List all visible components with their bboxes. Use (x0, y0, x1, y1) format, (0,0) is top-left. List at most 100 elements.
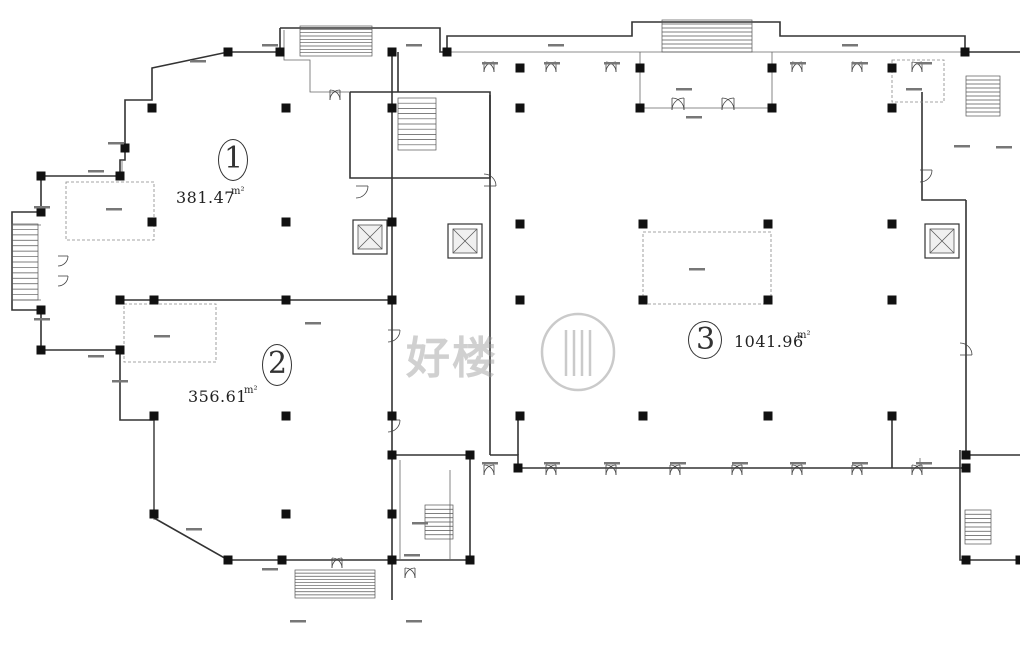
annotation-mark (790, 462, 806, 465)
wall-segment (392, 454, 471, 561)
door-swing-icon (57, 275, 69, 287)
annotation-mark (604, 462, 620, 465)
column-marker (36, 305, 46, 315)
door-arc (959, 342, 973, 356)
elevators (352, 219, 960, 259)
column-marker (887, 411, 897, 421)
column-marker (149, 509, 159, 519)
column-marker (1015, 555, 1020, 565)
column-marker (887, 219, 897, 229)
annotation-mark (106, 208, 122, 211)
drawing-annotations (34, 44, 1012, 623)
door-swing-icon (671, 97, 685, 111)
door-swing-icon (57, 255, 69, 267)
stairs (11, 19, 1001, 599)
annotation-mark (604, 62, 620, 65)
column-marker (960, 47, 970, 57)
annotation-mark (34, 206, 50, 209)
column-marker (961, 450, 971, 460)
annotation-mark (406, 44, 422, 47)
door-arc (605, 464, 617, 476)
column-marker (281, 411, 291, 421)
column-marker (887, 103, 897, 113)
annotation-mark (262, 568, 278, 571)
column-marker (635, 63, 645, 73)
column-marker (767, 63, 777, 73)
unit-1-area: 381.47 (176, 188, 235, 207)
wall-segment (349, 91, 491, 179)
column-marker (515, 411, 525, 421)
column-marker (36, 345, 46, 355)
doors (57, 61, 973, 579)
door-swing-icon (731, 464, 743, 476)
column-marker (223, 47, 233, 57)
unit-3-number: 3 (696, 322, 716, 357)
door-arc (721, 97, 735, 111)
thin-line (639, 52, 773, 109)
column-marker (638, 411, 648, 421)
annotation-mark (689, 268, 705, 271)
column-marker (115, 171, 125, 181)
elevator-shaft (924, 223, 960, 259)
column-marker (763, 295, 773, 305)
door-swing-icon (483, 464, 495, 476)
column-marker (281, 295, 291, 305)
door-arc (483, 173, 497, 187)
column-marker (36, 171, 46, 181)
column-marker (387, 47, 397, 57)
unit-1-number: 1 (224, 141, 244, 176)
column-marker (763, 411, 773, 421)
column-marker (147, 217, 157, 227)
door-arc (57, 275, 69, 287)
annotation-mark (548, 44, 564, 47)
door-arc (57, 255, 69, 267)
annotation-mark (154, 335, 170, 338)
column-marker (961, 463, 971, 473)
door-swing-icon (721, 97, 735, 111)
annotation-mark (112, 380, 128, 383)
column-marker (887, 63, 897, 73)
column-marker (281, 103, 291, 113)
door-arc (545, 464, 557, 476)
door-arc (851, 464, 863, 476)
door-arc (355, 185, 369, 199)
door-swing-icon (545, 464, 557, 476)
door-swing-icon (404, 567, 416, 579)
annotation-mark (88, 170, 104, 173)
column-marker (223, 555, 233, 565)
door-swing-icon (331, 557, 343, 569)
annotation-mark (732, 462, 748, 465)
elevator-shaft (447, 223, 483, 259)
dashed-zone (65, 181, 155, 241)
door-swing-icon (851, 464, 863, 476)
door-swing-icon (919, 169, 933, 183)
column-marker (115, 345, 125, 355)
wall-segment (282, 559, 393, 600)
annotation-mark (290, 620, 306, 623)
annotation-mark (544, 62, 560, 65)
watermark-brand: 好楼 (406, 333, 498, 384)
unit-2-number: 2 (268, 346, 288, 381)
door-swing-icon (605, 464, 617, 476)
wall-segment (490, 454, 966, 469)
door-arc (483, 464, 495, 476)
unit-3-area-unit: m² (797, 330, 811, 341)
door-arc (331, 557, 343, 569)
annotation-mark (954, 145, 970, 148)
elevator-icon (447, 223, 483, 259)
door-arc (387, 329, 401, 343)
annotation-mark (406, 620, 422, 623)
column-marker (281, 217, 291, 227)
column-marker (387, 450, 397, 460)
door-swing-icon (355, 185, 369, 199)
annotation-mark (305, 322, 321, 325)
wall-segment (921, 92, 966, 201)
unit-2-circle (262, 344, 292, 386)
annotation-mark (790, 62, 806, 65)
wall-segment (959, 450, 1020, 561)
unit-1-area-unit: m² (231, 186, 245, 197)
door-swing-icon (911, 464, 923, 476)
column-marker (147, 103, 157, 113)
